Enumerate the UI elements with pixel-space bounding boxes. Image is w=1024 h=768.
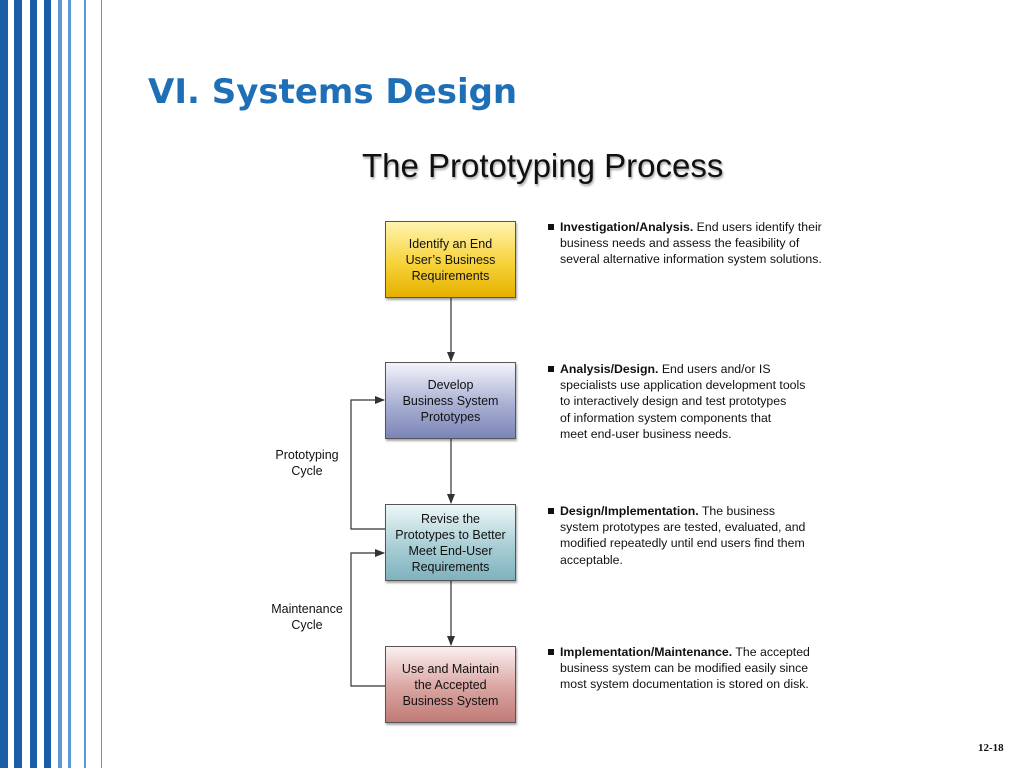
bullet-square-icon: [548, 649, 554, 655]
description-heading: Implementation/Maintenance.: [560, 645, 733, 659]
description-design-implementation: Design/Implementation. The business syst…: [548, 503, 868, 568]
description-text: The business system prototypes are teste…: [560, 504, 806, 567]
page-number: 12-18: [978, 742, 1004, 754]
slide-title: VI. Systems Design: [148, 72, 518, 112]
decorative-stripe: [68, 0, 71, 768]
bullet-square-icon: [548, 224, 554, 230]
maintenance-cycle-loop: [350, 549, 385, 687]
bullet-square-icon: [548, 366, 554, 372]
process-box-use-and-maintain: Use and Maintain the Accepted Business S…: [385, 646, 516, 723]
description-heading: Analysis/Design.: [560, 362, 659, 376]
prototyping-cycle-label: Prototyping Cycle: [275, 448, 339, 478]
bullet-square-icon: [548, 508, 554, 514]
maintenance-cycle-label: Maintenance Cycle: [271, 602, 343, 632]
decorative-stripe: [58, 0, 62, 768]
description-analysis-design: Analysis/Design. End users and/or IS spe…: [548, 361, 868, 442]
decorative-stripe: [84, 0, 86, 768]
decorative-stripe: [101, 0, 102, 768]
decorative-stripe: [30, 0, 37, 768]
description-investigation-analysis: Investigation/Analysis. End users identi…: [548, 219, 868, 268]
description-heading: Investigation/Analysis.: [560, 220, 694, 234]
process-box-revise-prototypes: Revise the Prototypes to Better Meet End…: [385, 504, 516, 581]
decorative-stripe: [14, 0, 22, 768]
description-heading: Design/Implementation.: [560, 504, 699, 518]
process-box-develop-prototypes: Develop Business System Prototypes: [385, 362, 516, 439]
prototyping-cycle-loop: [350, 396, 385, 530]
description-implementation-maintenance: Implementation/Maintenance. The accepted…: [548, 644, 868, 693]
description-text: End users and/or IS specialists use appl…: [560, 362, 806, 441]
decorative-stripe: [0, 0, 8, 768]
process-box-identify-requirements: Identify an End User’s Business Requirem…: [385, 221, 516, 298]
slide-subtitle: The Prototyping Process: [362, 147, 724, 184]
description-text: End users identify their business needs …: [560, 220, 822, 267]
decorative-stripe: [44, 0, 51, 768]
description-text: The accepted business system can be modi…: [560, 645, 810, 692]
